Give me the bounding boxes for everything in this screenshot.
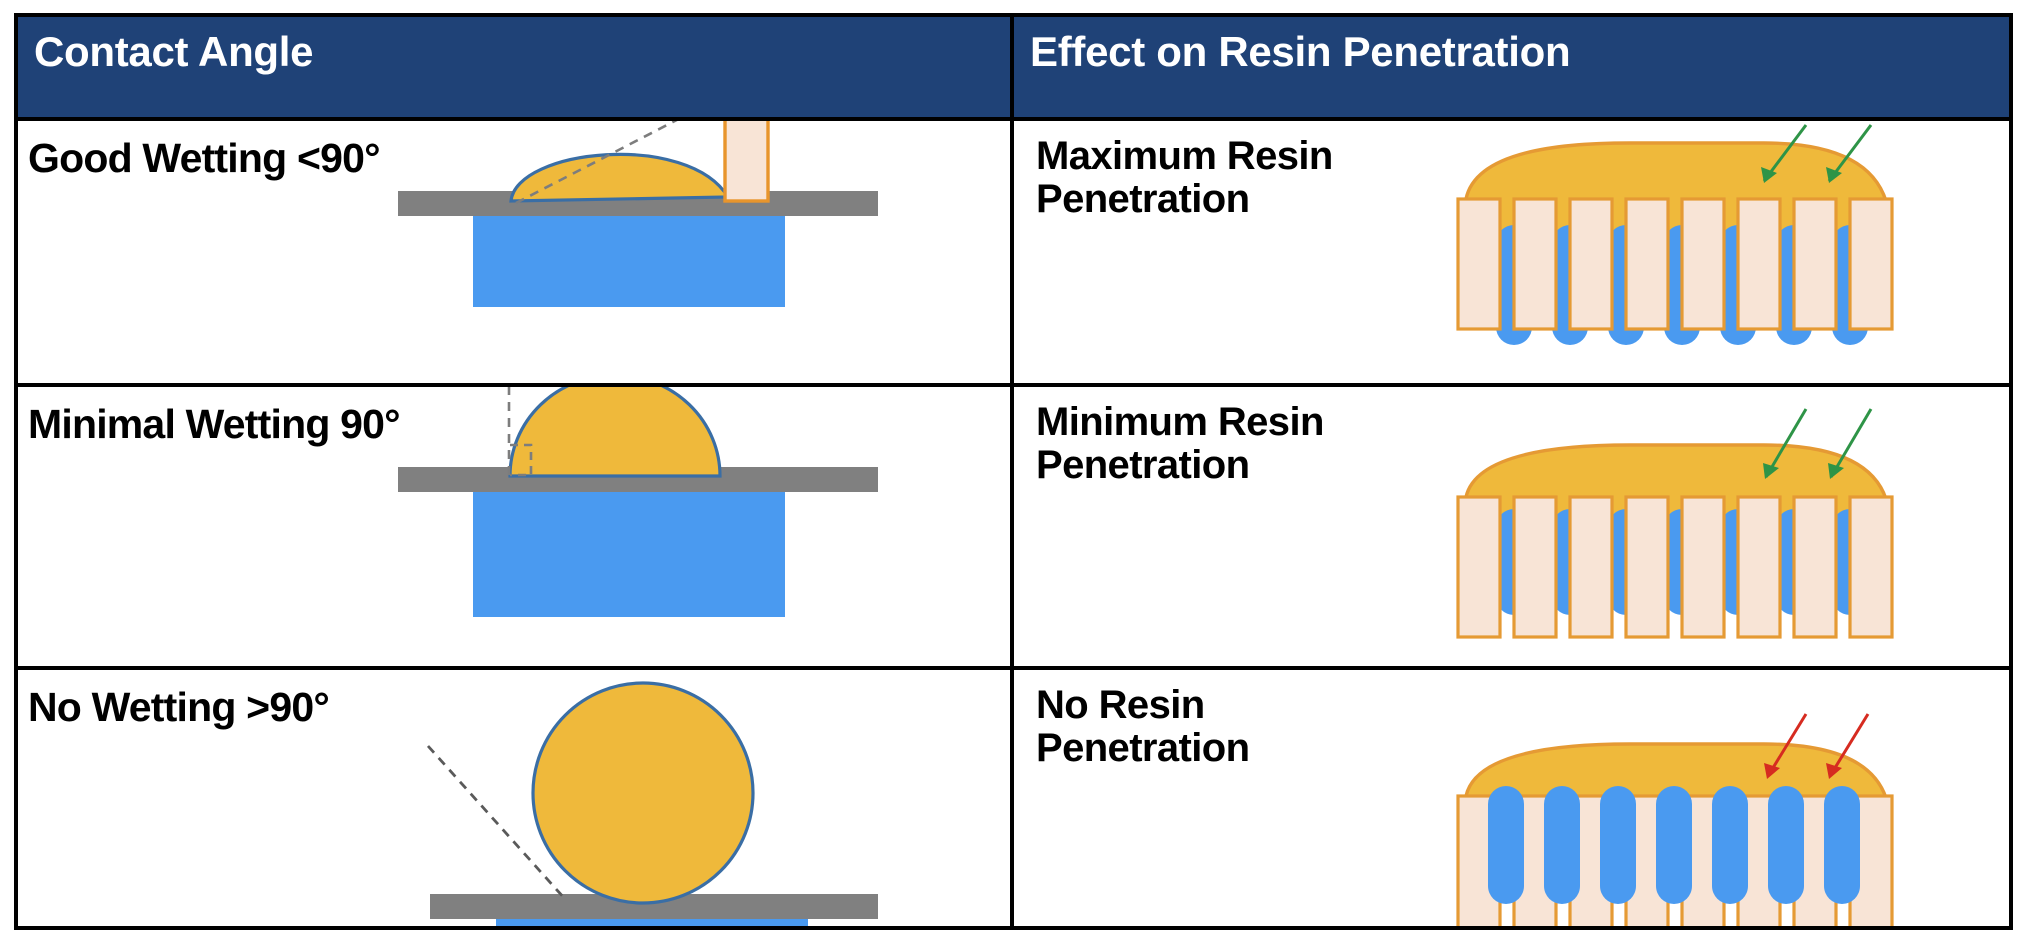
table-border-right: [2009, 13, 2013, 930]
header-label-contact-angle: Contact Angle: [34, 28, 314, 75]
header-label-effect: Effect on Resin Penetration: [1030, 28, 1571, 75]
row-3-effect-cell: No Resin Penetration: [1014, 670, 2009, 926]
row-1-contact-angle-cell: Good Wetting <90°: [18, 121, 1010, 383]
fiber-pillars: [1456, 197, 1894, 331]
row-2-effect-label: Minimum Resin Penetration: [1036, 400, 1324, 487]
comparison-table: Contact Angle Effect on Resin Penetratio…: [14, 13, 2013, 930]
arrow-down-left-icon-1: [1764, 408, 1808, 478]
table-border-left: [14, 13, 18, 930]
arrow-down-left-icon-1: [1766, 713, 1808, 777]
fiber-pillars: [1456, 495, 1894, 639]
tangent-dashed-line: [515, 121, 678, 205]
row-1-effect-label: Maximum Resin Penetration: [1036, 134, 1333, 221]
right-angle-marker: [510, 443, 533, 477]
row-3-effect-label: No Resin Penetration: [1036, 683, 1250, 770]
arrow-head-2: [1828, 463, 1844, 479]
header-cell-contact-angle: Contact Angle: [18, 17, 1010, 117]
arrow-head-1: [1761, 167, 1777, 183]
arrow-down-left-icon-2: [1828, 713, 1870, 777]
droplet-shape: [531, 681, 755, 905]
arrow-head-1: [1764, 763, 1780, 779]
droplet-diagram-minimal-wetting: [398, 387, 878, 617]
needle-probe-icon: [723, 121, 770, 203]
blue-substrate-block: [473, 489, 785, 617]
row-2-label: Minimal Wetting 90°: [28, 401, 401, 447]
droplet-diagram-no-wetting: [426, 681, 878, 926]
penetration-arrows: [1763, 408, 1873, 479]
resin-penetration-diagram-maximum: [1456, 124, 1894, 345]
penetration-arrows: [1761, 124, 1873, 183]
droplet-shape: [509, 152, 731, 203]
resin-penetration-diagram-none: [1456, 713, 1894, 926]
arrow-head-2: [1826, 167, 1842, 183]
droplet-diagram-good-wetting: [398, 121, 878, 307]
row-1-label: Good Wetting <90°: [28, 135, 381, 181]
row-2-contact-angle-cell: Minimal Wetting 90°: [18, 387, 1010, 666]
header-cell-effect: Effect on Resin Penetration: [1014, 17, 2009, 117]
droplet-shape: [508, 387, 722, 478]
penetration-arrows: [1764, 713, 1870, 779]
liquid-columns: [1488, 786, 1860, 904]
table-border-mid: [1010, 13, 1014, 930]
arrow-head-2: [1826, 763, 1842, 779]
blue-substrate-block: [473, 213, 785, 307]
tangent-dashed-line: [426, 745, 567, 900]
row-3-label: No Wetting >90°: [28, 684, 330, 730]
resin-penetration-diagram-minimum: [1456, 408, 1894, 639]
row-1-effect-cell: Maximum Resin Penetration: [1014, 121, 2009, 383]
blue-substrate-block: [496, 916, 808, 926]
arrow-head-1: [1763, 463, 1779, 479]
row-2-effect-cell: Minimum Resin Penetration: [1014, 387, 2009, 666]
arrow-down-left-icon-2: [1829, 408, 1873, 478]
row-3-contact-angle-cell: No Wetting >90°: [18, 670, 1010, 926]
